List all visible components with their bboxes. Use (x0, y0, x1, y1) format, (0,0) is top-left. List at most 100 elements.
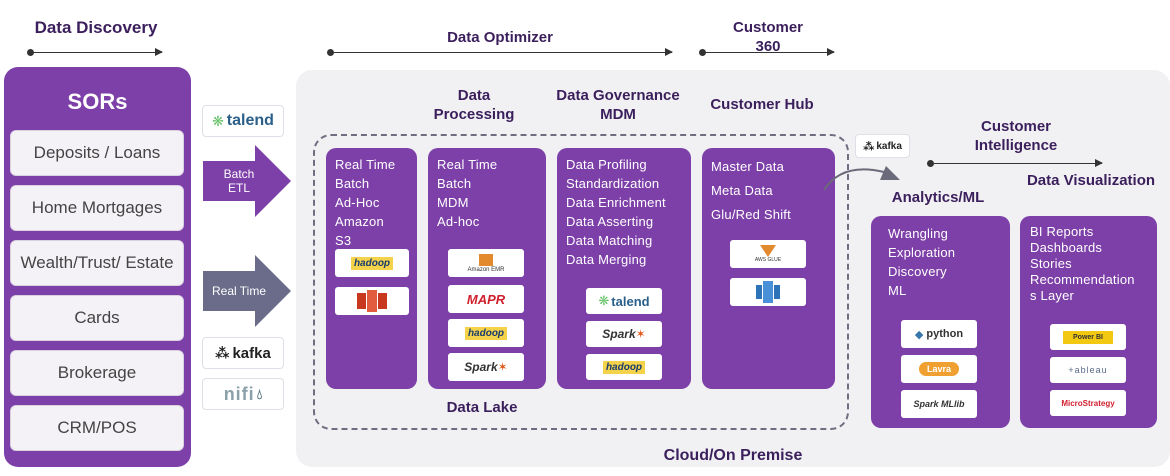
spark-label: Spark (464, 360, 498, 374)
spark-mllib-label: Spark MLlib (913, 399, 965, 409)
data-lake-label: Data Lake (446, 399, 518, 416)
header-customer-intelligence: Customer Intelligence (974, 118, 1058, 154)
spark-logo: Spark✶ (448, 353, 524, 381)
sor-item-mortgages: Home Mortgages (10, 185, 184, 231)
lavra-logo: Lavra (901, 355, 977, 383)
sor-item-cards: Cards (10, 295, 184, 341)
box-line: Data Profiling (566, 157, 647, 172)
box-line: Data Asserting (566, 214, 654, 229)
emr-label: Amazon EMR (467, 266, 505, 273)
sor-item-deposits: Deposits / Loans (10, 130, 184, 176)
header-data-optimizer: Data Optimizer (447, 29, 553, 46)
microstrategy-logo: MicroStrategy (1050, 390, 1126, 416)
sor-item-brokerage: Brokerage (10, 350, 184, 396)
nifi-drop-icon: 💧︎ (256, 385, 263, 402)
talend-logo-text: talend (226, 112, 274, 129)
redshift-logo (730, 278, 806, 306)
batch-etl-arrow: Batch ETL (203, 145, 291, 217)
box-line: Standardization (566, 176, 660, 191)
header-data-visualization: Data Visualization (1026, 172, 1156, 189)
box-line: Real Time (437, 157, 498, 172)
kafka-logo-stream: ⁂ kafka (855, 134, 910, 158)
box-line: Ad-hoc (437, 214, 480, 229)
box-line: Batch (335, 176, 370, 191)
hadoop-icon: hadoop (602, 360, 646, 374)
box-line: Dashboards (1030, 240, 1103, 255)
talend-icon: ❋ (212, 112, 224, 129)
arrow-data-discovery (27, 48, 163, 56)
hadoop-logo: hadoop (335, 249, 409, 277)
box-line: Stories (1030, 256, 1072, 271)
box-line: Wrangling (888, 226, 949, 241)
redshift-icon (756, 281, 780, 303)
aws-icon (357, 290, 387, 312)
sor-item-crm: CRM/POS (10, 405, 184, 451)
kafka-icon: ⁂ (863, 140, 875, 153)
python-label: python (926, 328, 964, 340)
header-analytics-ml: Analytics/ML (891, 189, 985, 206)
kafka-icon: ⁂ (215, 344, 230, 361)
glue-label: AWS GLUE (754, 257, 782, 263)
box-line: Data Matching (566, 233, 653, 248)
box-line: BI Reports (1030, 224, 1094, 239)
talend-logo-ingest: ❋ talend (202, 105, 284, 137)
spark-star-icon: ✶ (497, 360, 508, 374)
box-line: Amazon (335, 214, 384, 229)
python-logo: ◆python (901, 320, 977, 348)
processing-box-1: Real Time Batch Ad-Hoc Amazon S3 hadoop (326, 148, 417, 389)
lavra-icon: Lavra (918, 362, 960, 376)
nifi-logo: nifi 💧︎ (202, 378, 284, 410)
aws-logo (335, 287, 409, 315)
kafka-logo-text: kafka (876, 140, 902, 152)
box-line: MDM (437, 195, 469, 210)
box-line: Data Merging (566, 252, 647, 267)
box-line: Master Data (711, 159, 785, 174)
tableau-label: +ableau (1068, 365, 1108, 375)
power-bi-logo: Power BI (1050, 324, 1126, 350)
kafka-logo-text: kafka (232, 344, 271, 362)
sor-item-wealth: Wealth/Trust/ Estate (10, 240, 184, 286)
amazon-emr-logo: Amazon EMR (448, 249, 524, 277)
cloud-label: Cloud/On Premise (663, 447, 803, 464)
spark-logo: Spark✶ (586, 321, 662, 347)
arrow-data-optimizer (327, 48, 673, 56)
kafka-logo-ingest: ⁂ kafka (202, 337, 284, 369)
arrow-customer-360 (699, 48, 835, 56)
box-line: Batch (437, 176, 472, 191)
python-icon: ◆ (914, 328, 924, 341)
governance-box: Data Profiling Standardization Data Enri… (557, 148, 691, 389)
box-line: ML (888, 283, 907, 298)
header-data-processing: Data Processing (433, 87, 515, 123)
hadoop-icon: hadoop (464, 326, 508, 340)
box-line: Ad-Hoc (335, 195, 380, 210)
arrow-shape (203, 255, 291, 327)
header-data-discovery: Data Discovery (34, 18, 158, 37)
hadoop-logo: hadoop (448, 319, 524, 347)
batch-etl-label: Batch ETL (223, 167, 255, 195)
talend-icon: ❋ (598, 293, 610, 308)
curved-arrow (823, 166, 900, 191)
box-line: S3 (335, 233, 352, 248)
sors-panel: SORs Deposits / Loans Home Mortgages Wea… (4, 67, 191, 467)
mapr-logo: MAPR (448, 285, 524, 313)
box-line: Discovery (888, 264, 947, 279)
hadoop-icon: hadoop (350, 256, 394, 270)
visualization-box: BI Reports Dashboards Stories Recommenda… (1020, 216, 1157, 428)
box-line: Data Enrichment (566, 195, 666, 210)
box-line: Glu/Red Shift (711, 207, 791, 222)
box-line: Recommendation (1030, 272, 1135, 287)
talend-label: talend (611, 293, 650, 309)
header-customer-360: Customer 360 (732, 19, 803, 55)
arrow-shape (203, 145, 291, 217)
tableau-logo: +ableau (1050, 357, 1126, 383)
real-time-arrow: Real Time (203, 255, 291, 327)
header-data-governance: Data Governance MDM (556, 87, 680, 123)
microstrategy-label: MicroStrategy (1061, 398, 1115, 408)
data-lake-boundary (313, 134, 849, 430)
spark-mllib-logo: Spark MLlib (901, 390, 977, 418)
box-line: s Layer (1030, 288, 1075, 303)
arrow-customer-intelligence (927, 159, 1103, 167)
talend-logo: ❋talend (586, 288, 662, 314)
power-bi-label: Power BI (1063, 330, 1113, 344)
processing-box-2: Real Time Batch MDM Ad-hoc Amazon EMR MA… (428, 148, 546, 389)
